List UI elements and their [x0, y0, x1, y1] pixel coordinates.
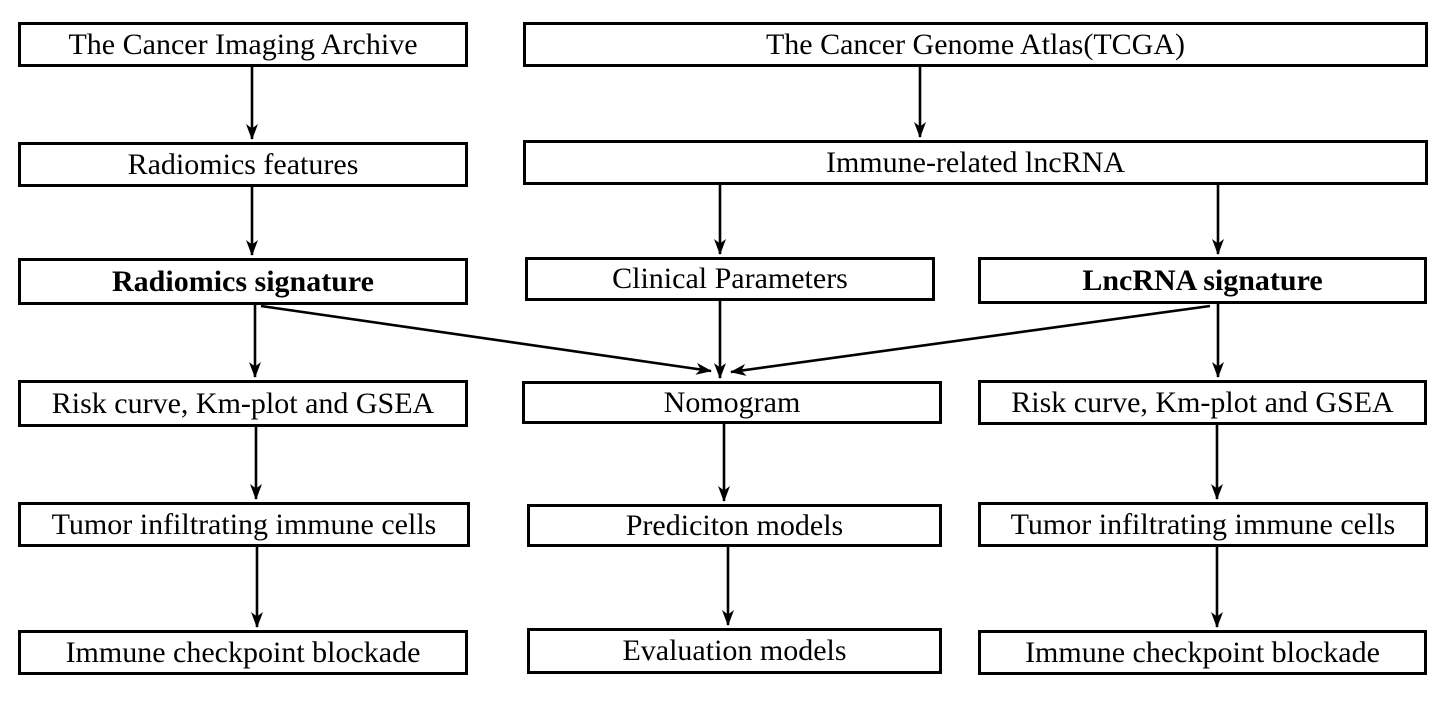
- node-risk-km-gsea-right: Risk curve, Km-plot and GSEA: [978, 380, 1427, 425]
- node-nomogram: Nomogram: [522, 381, 942, 424]
- arrow-lncrna-signature-to-nomogram: [730, 304, 1211, 376]
- node-radiomics-features: Radiomics features: [18, 142, 468, 187]
- node-immune-checkpoint-left: Immune checkpoint blockade: [18, 630, 468, 675]
- node-lncrna-signature: LncRNA signature: [978, 257, 1427, 304]
- node-clinical-parameters: Clinical Parameters: [525, 257, 935, 301]
- node-tumor-infiltrating-right: Tumor infiltrating immune cells: [978, 502, 1428, 547]
- node-evaluation-models: Evaluation models: [527, 628, 942, 674]
- node-cancer-imaging-archive: The Cancer Imaging Archive: [18, 22, 468, 67]
- node-prediction-models: Prediciton models: [527, 504, 942, 547]
- node-immune-checkpoint-right: Immune checkpoint blockade: [978, 630, 1427, 675]
- node-risk-km-gsea-left: Risk curve, Km-plot and GSEA: [18, 380, 468, 427]
- node-immune-related-lncrna: Immune-related lncRNA: [523, 140, 1428, 185]
- arrow-radiomics-signature-to-nomogram: [260, 304, 712, 375]
- node-cancer-genome-atlas: The Cancer Genome Atlas(TCGA): [523, 22, 1428, 67]
- node-radiomics-signature: Radiomics signature: [18, 258, 468, 305]
- node-tumor-infiltrating-left: Tumor infiltrating immune cells: [18, 502, 470, 547]
